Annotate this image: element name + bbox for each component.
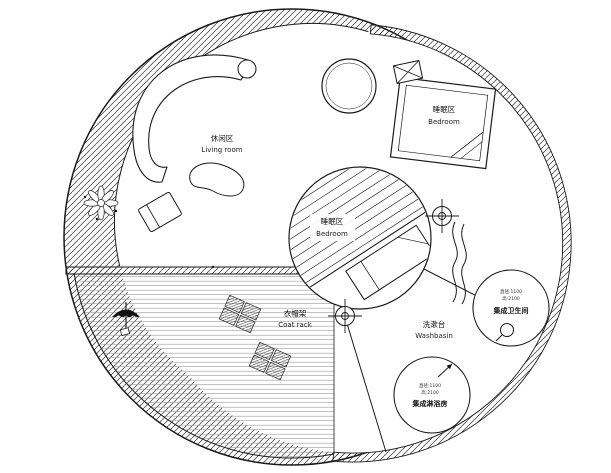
upper-bed-fold-line [460,141,483,159]
partition-line-left [341,306,387,453]
hatch-line [297,200,430,289]
upper-bed-frame [389,76,497,170]
level-symbol-center [341,312,349,320]
top-fixtures [321,58,424,114]
core-bedroom-label-zh: 睡眠区 [321,217,344,226]
curtain-line [461,223,467,305]
curtain-squiggle [452,221,467,305]
shower-pod: 直径:1100 高:2100 集成淋浴房 [393,356,471,434]
shower-pod-spec2: 高:2100 [421,389,439,396]
lounge-chair [138,191,182,233]
shelf-box [235,314,256,334]
washbasin-label-en: Washbasin [415,332,453,340]
x-box-diagonal [396,60,420,84]
living-room: 休闲区 Living room [201,133,242,154]
upper-bedroom-label-en: Bedroom [428,118,460,126]
x-box-fixture [392,59,424,85]
shower-pod-spec1: 直径:1100 [419,382,441,389]
curved-sofa [132,54,249,183]
core-contents [290,168,430,301]
shelf-box [218,307,240,326]
lounge-chair-seat [138,191,182,233]
bathroom-pod-spec1: 直径:1100 [500,288,522,295]
floor-inner-wall-edge [73,272,335,459]
plant-dot [95,217,99,221]
coat-rack-label-en: Coat rack [278,321,312,329]
hatch-line [290,168,398,236]
shelf-box [240,302,262,321]
level-symbol-center [438,212,446,220]
plant-center [97,199,105,207]
plant-icon [83,185,119,221]
round-table-inner [325,62,373,110]
deck-chair [119,327,131,337]
core-bed [345,224,430,301]
shower-pod-name: 集成淋浴房 [412,399,448,408]
living-room-label-en: Living room [201,146,242,154]
coat-rack-label-zh: 衣帽架 [284,308,307,318]
bathroom-pod: 直径:1100 高:2100 集成卫生间 [472,269,550,347]
round-table [321,58,377,114]
kidney-coffee-table [189,162,245,197]
shower-pod-circle [393,356,471,434]
curtain-line [452,221,458,303]
core-bed-pillow-line [360,261,380,291]
coat-rack: 衣帽架 Coat rack [218,294,313,381]
platform-edge [300,205,430,294]
plant-dot [114,209,118,213]
magnifier-lens [500,323,514,337]
core-circle-outline [288,166,432,310]
core-bed-fold-line [397,237,429,245]
lounge-chair-back [146,204,160,228]
shelf-box [270,349,292,368]
shelf-box [265,361,286,381]
upper-bed-mattress [397,84,489,162]
living-room-label-zh: 休闲区 [211,133,234,143]
right-ring-wall [332,24,572,463]
shelf-box [224,294,245,314]
bathroom-pod-spec2: 高:2100 [502,295,520,302]
upper-bedroom: 睡眠区 Bedroom [389,76,497,170]
core-label-backing [310,214,355,241]
upper-bedroom-label-zh: 睡眠区 [433,105,456,114]
washbasin: 洗漱台 Washbasin [415,319,453,340]
level-symbol [328,299,362,333]
shelf-box [248,354,270,373]
shelf-box [254,341,275,361]
hatch-line [290,168,408,251]
sofa-end-swirl [237,59,257,79]
bathroom-pod-circle [472,269,550,347]
core-bedroom: 睡眠区 Bedroom [288,166,432,310]
washbasin-label-zh: 洗漱台 [423,319,446,329]
upper-bed-fold-line [450,131,484,158]
bathroom-pod-name: 集成卫生间 [493,306,529,315]
arrow-icon [437,363,453,378]
living-room-furniture [83,54,257,269]
straight-partition-wall [65,266,335,275]
level-symbol [425,199,459,233]
coat-rack-shelves [218,294,262,334]
magnifier-handle [495,334,503,342]
hatch-line [292,193,427,282]
striped-floor-area [74,273,334,459]
arrow-head [446,364,452,370]
umbrella-icon [112,302,140,337]
core-bedroom-label-en: Bedroom [316,230,348,238]
coat-rack-shelves [248,341,292,381]
upper-bed [389,76,497,170]
magnifier-icon [495,323,514,342]
plant-dot [83,195,87,199]
core-bed-group [300,205,430,301]
hatch-line [290,168,393,229]
plan-dot-marker [211,265,215,269]
